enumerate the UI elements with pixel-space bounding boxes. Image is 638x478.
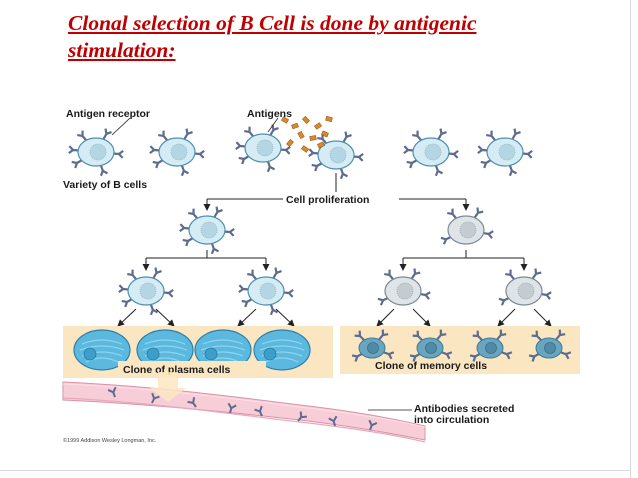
b-cell-clone <box>239 268 293 315</box>
copyright-notice: ©1999 Addison Wesley Longman, Inc. <box>63 437 157 444</box>
b-cell <box>69 129 123 176</box>
b-cell <box>150 129 204 176</box>
pointer-line <box>111 117 131 136</box>
differentiation-arrows <box>117 308 552 327</box>
b-cell-clone <box>378 269 430 306</box>
memory-cell-panel: Clone of memory cells <box>340 326 580 374</box>
b-cell <box>478 129 532 176</box>
pointer-line <box>267 117 279 133</box>
b-cell-clone <box>441 208 493 245</box>
blood-vessel <box>62 372 426 443</box>
slide-title: Clonal selection of B Cell is done by an… <box>68 10 588 64</box>
label-cell-proliferation: Cell proliferation <box>286 194 369 206</box>
slide-bottom-border <box>0 470 631 471</box>
b-cell-clone <box>180 207 234 254</box>
b-cell <box>404 129 458 176</box>
slide-title-line-2: stimulation: <box>68 38 176 62</box>
label-antibodies-secreted: Antibodies secreted <box>414 403 514 415</box>
antigens <box>280 115 333 153</box>
label-background <box>283 192 399 206</box>
label-clone-of-memory-cells: Clone of memory cells <box>375 360 487 372</box>
label-antigens: Antigens <box>247 108 292 120</box>
selected-b-cell <box>309 132 363 179</box>
slide-right-border <box>630 0 631 478</box>
label-clone-of-plasma-cells: Clone of plasma cells <box>123 364 231 376</box>
plasma-cell-panel: Clone of plasma cells <box>63 326 333 378</box>
proliferation-arrows-bottom <box>142 250 528 271</box>
b-cell-clone <box>499 269 551 306</box>
label-into-circulation: into circulation <box>414 414 489 426</box>
slide-title-line-1: Clonal selection of B Cell is done by an… <box>68 11 477 35</box>
b-cell-clone <box>119 268 173 315</box>
b-cell <box>236 125 290 172</box>
label-variety-of-b-cells: Variety of B cells <box>63 179 147 191</box>
label-antigen-receptor: Antigen receptor <box>66 108 150 120</box>
